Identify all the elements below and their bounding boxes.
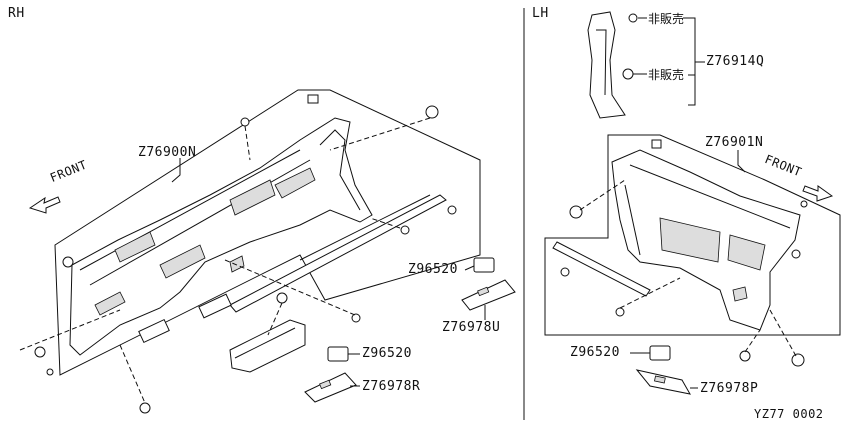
rh-panel-edge2	[89, 159, 311, 286]
rh-switch-hole	[229, 255, 245, 273]
rh-guide-1	[244, 125, 251, 161]
rh-part-76978U	[461, 279, 516, 311]
rh-clip-7	[34, 346, 46, 358]
bracket-76914Q	[683, 17, 696, 106]
leader-96520-top	[464, 265, 475, 271]
rh-clip-5	[276, 292, 288, 304]
front-arrow-rh	[28, 196, 61, 214]
rh-clip-3	[307, 94, 319, 104]
part-label-76978P: Z76978P	[700, 381, 759, 396]
rh-part-96520-bottom	[327, 346, 349, 362]
lh-part-96520	[649, 345, 671, 361]
part-label-76914Q: Z76914Q	[706, 54, 765, 69]
rh-guide-6	[267, 302, 283, 336]
lh-guide-3	[744, 329, 761, 353]
lh-pillar-edge	[596, 29, 607, 96]
leader-76900N	[171, 158, 181, 183]
lh-pillar-trim	[587, 11, 626, 119]
rh-guide-2	[329, 117, 431, 151]
lh-screw-3	[800, 200, 808, 208]
rh-screw-3	[400, 225, 410, 235]
lh-clip-notsold-1	[628, 13, 638, 23]
lh-guide-1	[579, 179, 626, 211]
leader-76901N	[737, 150, 746, 173]
part-label-76900N: Z76900N	[138, 145, 197, 160]
lh-panel-opening-1	[659, 217, 721, 263]
part-label-96520-rh-bottom: Z96520	[362, 346, 412, 361]
rh-vent-2	[198, 293, 232, 319]
rh-panel-opening-1	[229, 179, 276, 216]
not-sold-label-2: 非販売	[648, 68, 685, 82]
rh-guide-7	[369, 217, 401, 229]
lh-part-76978P-slot	[654, 375, 666, 384]
rh-vent-1	[138, 318, 170, 344]
lh-boundary	[544, 134, 841, 336]
rh-part-96520-top	[473, 257, 495, 273]
lh-screw-1	[615, 307, 625, 317]
rh-guide-4	[119, 344, 146, 404]
rh-clip-1	[240, 117, 250, 127]
rh-panel-opening-2	[274, 167, 316, 199]
rh-clip-2	[425, 105, 439, 119]
rh-clip-4	[62, 256, 74, 268]
front-arrow-lh	[802, 185, 834, 202]
part-label-76901N: Z76901N	[705, 135, 764, 150]
rh-clip-6	[139, 402, 151, 414]
lh-panel-edge2	[624, 184, 641, 256]
rh-screw-1	[46, 368, 54, 376]
lh-guide-2	[619, 277, 681, 309]
part-label-96520-lh: Z96520	[570, 345, 620, 360]
lh-panel-edge	[629, 164, 791, 229]
rh-panel-opening-4	[159, 244, 206, 279]
lh-clip-4	[739, 350, 751, 362]
lh-clip-2	[569, 205, 583, 219]
lh-clip-1	[651, 139, 662, 149]
lh-clip-notsold-2	[622, 68, 634, 80]
section-label-lh: LH	[532, 6, 549, 21]
rh-guide-3	[19, 309, 121, 351]
lh-clip-5	[791, 353, 805, 367]
lh-screw-2	[791, 249, 801, 259]
rh-panel-opening-3	[114, 231, 156, 263]
diagram-id: YZ77 0002	[754, 407, 824, 421]
part-label-76978R: Z76978R	[362, 379, 421, 394]
lh-weatherstrip	[552, 241, 651, 297]
part-label-76978U: Z76978U	[442, 320, 501, 335]
rh-part-76978R-slot	[319, 379, 332, 390]
section-label-rh: RH	[8, 6, 25, 21]
rh-tray	[229, 319, 306, 373]
rh-part-76978R	[304, 372, 357, 403]
rh-strip-line	[299, 194, 431, 261]
rh-part-76978U-slot	[477, 286, 490, 297]
part-label-96520-rh-top: Z96520	[408, 262, 458, 277]
rh-tray-edge	[234, 327, 296, 359]
rh-main-panel	[69, 117, 373, 356]
not-sold-label-1: 非販売	[648, 12, 685, 26]
rh-pillar-line	[319, 129, 361, 211]
lh-clip-3	[560, 267, 570, 277]
rh-weatherstrip	[229, 194, 447, 313]
lh-switch-hole	[732, 286, 748, 302]
lh-panel-opening-2	[727, 234, 766, 271]
lh-guide-4	[769, 309, 797, 357]
rh-screw-2	[351, 313, 361, 323]
rh-panel-opening-5	[94, 291, 126, 316]
rh-screw-4	[447, 205, 457, 215]
